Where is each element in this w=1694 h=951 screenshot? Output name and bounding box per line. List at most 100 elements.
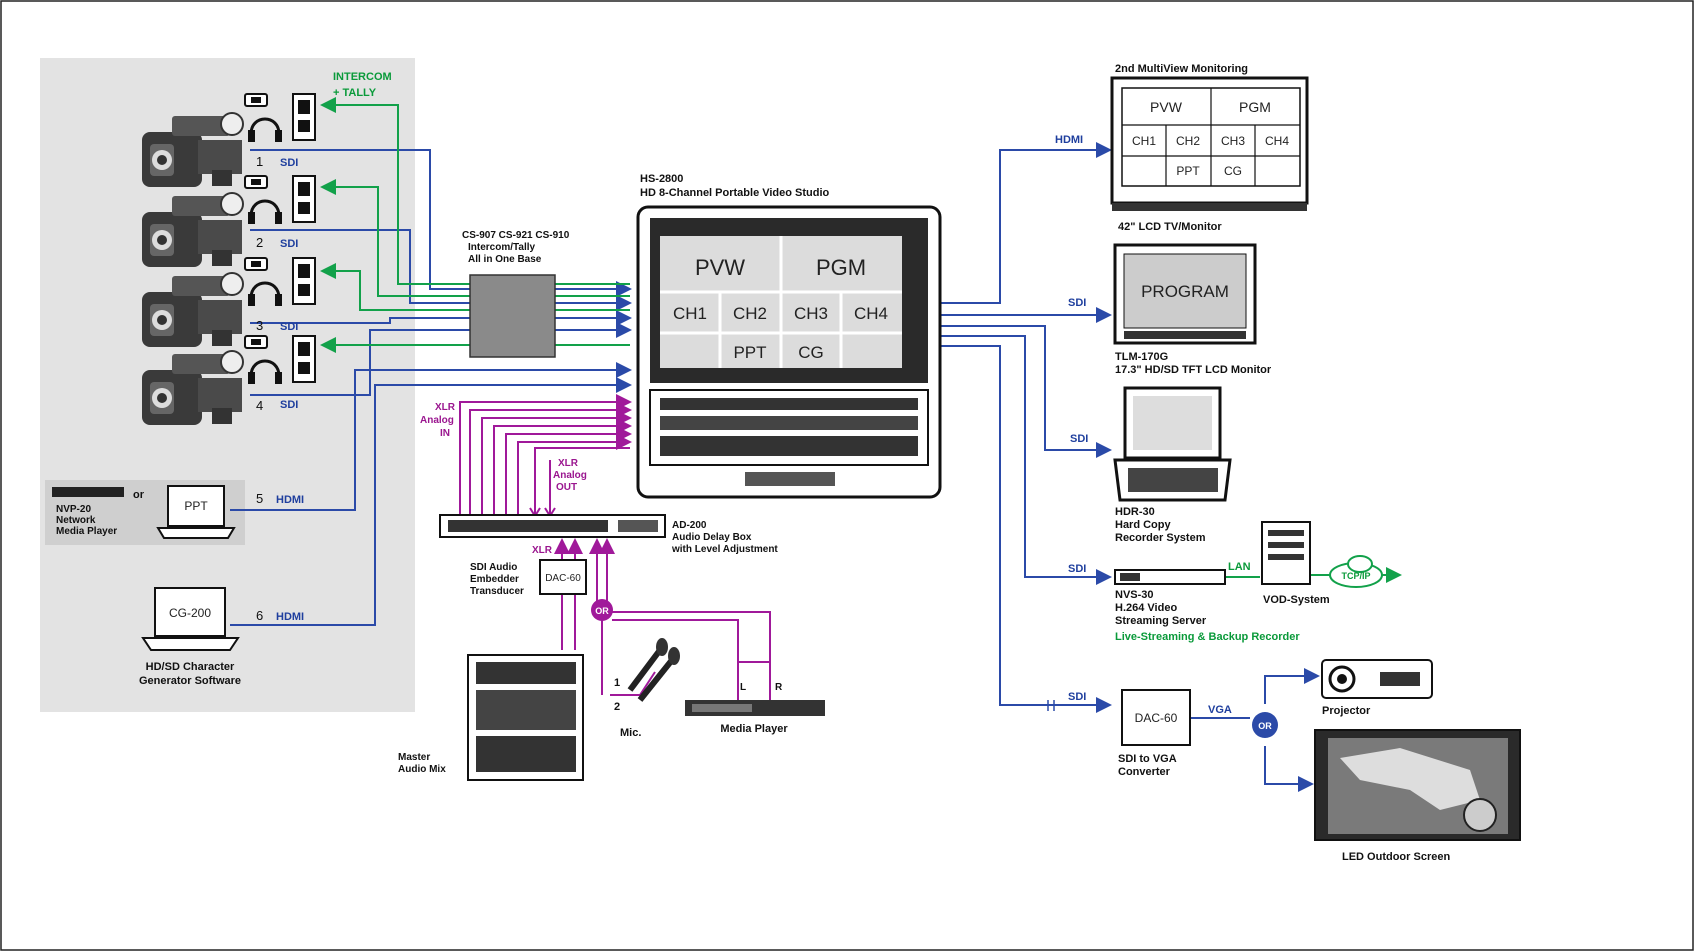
led-label: LED Outdoor Screen: [1342, 851, 1450, 863]
xlr-mid-label: XLR: [532, 545, 553, 556]
intercom-box-line2: Intercom/Tally: [468, 242, 535, 253]
recorder-laptop: [1113, 386, 1232, 502]
camera-3-number: 3: [256, 318, 263, 333]
camera-2-number: 2: [256, 235, 263, 250]
source-6-number: 6: [256, 608, 263, 623]
audio-box-line3: with Level Adjustment: [671, 544, 778, 555]
multiview-monitor: [1110, 76, 1309, 211]
converter-cap-2: Converter: [1118, 766, 1171, 778]
streamer-lan: LAN: [1228, 561, 1251, 573]
converter-or-badge: [1252, 712, 1278, 738]
recorder-signal: SDI: [1070, 433, 1088, 445]
laptop-ppt-screen: PPT: [184, 499, 208, 513]
media-player-device: [52, 487, 124, 497]
projector-device: [1321, 659, 1433, 699]
monitor1-ch1: CH1: [1132, 134, 1156, 148]
led-screen-device: [1314, 729, 1521, 841]
monitor1-pgm: PGM: [1239, 99, 1271, 115]
converter-signal: SDI: [1068, 691, 1086, 703]
source-5-signal: HDMI: [276, 494, 304, 506]
dac-small-cap3: Transducer: [470, 586, 524, 597]
xlr-out-1: XLR: [558, 458, 579, 469]
converter-or-text: OR: [1258, 721, 1272, 731]
mixer-label-2: Audio Mix: [398, 764, 446, 775]
laptop-ppt-icon: [156, 485, 236, 539]
monitor2-caption-2: 17.3" HD/SD TFT LCD Monitor: [1115, 364, 1272, 376]
dac-small-device: [539, 559, 587, 595]
tally-label: + TALLY: [333, 87, 377, 99]
camera-1-number: 1: [256, 154, 263, 169]
converter-box-label: DAC-60: [1135, 711, 1178, 725]
nvp-sub1: Network: [56, 515, 96, 526]
dac-small-cap2: Embedder: [470, 574, 519, 585]
switcher-caption: HD 8-Channel Portable Video Studio: [640, 187, 830, 199]
cg-caption-2: Generator Software: [139, 675, 241, 687]
nvp-label: NVP-20: [56, 504, 91, 515]
source-5-number: 5: [256, 491, 263, 506]
camera-3-signal: SDI: [280, 321, 298, 333]
source-6-signal: HDMI: [276, 611, 304, 623]
player-l: L: [740, 682, 746, 693]
camera-1-signal: SDI: [280, 157, 298, 169]
switcher-device: [636, 205, 942, 499]
nvp-sub2: Media Player: [56, 526, 117, 537]
streamer-cap-2: H.264 Video: [1115, 602, 1177, 614]
audio-box-line2: Audio Delay Box: [672, 532, 752, 543]
vod-server: [1261, 521, 1311, 585]
microphone-icon: [627, 638, 680, 702]
streamer-cap-3: Streaming Server: [1115, 615, 1207, 627]
recorder-cap-3: Recorder System: [1115, 532, 1206, 544]
switcher-screen-pgm: PGM: [816, 255, 866, 280]
mic-num-2: 2: [614, 701, 620, 713]
cg-caption-1: HD/SD Character: [146, 661, 235, 673]
converter-cap-1: SDI to VGA: [1118, 753, 1177, 765]
audio-or-badge: [591, 599, 613, 621]
monitor1-ch2: CH2: [1176, 134, 1200, 148]
monitor1-signal: HDMI: [1055, 134, 1083, 146]
monitor1-ppt: PPT: [1176, 164, 1200, 178]
mic-label: Mic.: [620, 727, 641, 739]
switcher-screen-pvw: PVW: [695, 255, 745, 280]
intercom-box-line3: All in One Base: [468, 254, 542, 265]
switcher-screen-ch3: CH3: [794, 304, 828, 323]
camera-4-signal: SDI: [280, 399, 298, 411]
xlr-out-3: OUT: [556, 482, 577, 493]
intercom-base-box: [469, 274, 556, 358]
cloud-label: TCP/IP: [1341, 571, 1370, 581]
switcher-screen-ch1: CH1: [673, 304, 707, 323]
audio-delay-box: [439, 514, 666, 538]
monitor2-caption-1: TLM-170G: [1115, 351, 1168, 363]
laptop-cg-screen: CG-200: [169, 606, 211, 620]
monitor2-signal: SDI: [1068, 297, 1086, 309]
camera-4-number: 4: [256, 398, 263, 413]
xlr-out-2: Analog: [553, 470, 587, 481]
mic-num-1: 1: [614, 677, 620, 689]
recorder-cap-2: Hard Copy: [1115, 519, 1172, 531]
audio-or-text: OR: [595, 606, 609, 616]
streamer-signal: SDI: [1068, 563, 1086, 575]
xlr-in-1: XLR: [435, 402, 456, 413]
switcher-screen-ch4: CH4: [854, 304, 888, 323]
monitor1-ch4: CH4: [1265, 134, 1289, 148]
mixer-label-1: Master: [398, 752, 430, 763]
dac-small-cap1: SDI Audio: [470, 562, 517, 573]
audio-box-line1: AD-200: [672, 520, 707, 531]
monitor1-ch3: CH3: [1221, 134, 1245, 148]
switcher-screen-ch2: CH2: [733, 304, 767, 323]
dac-converter-device: [1121, 689, 1191, 746]
media-player-label: Media Player: [720, 723, 788, 735]
cloud-icon: [1329, 555, 1383, 588]
switcher-model: HS-2800: [640, 173, 683, 185]
xlr-in-3: IN: [440, 428, 450, 439]
monitor1-cg: CG: [1224, 164, 1242, 178]
switcher-screen-cg: CG: [798, 343, 824, 362]
converter-vga: VGA: [1208, 704, 1232, 716]
streamer-caption-green: Live-Streaming & Backup Recorder: [1115, 631, 1300, 643]
player-r: R: [775, 682, 783, 693]
recorder-cap-1: HDR-30: [1115, 506, 1155, 518]
projector-label: Projector: [1322, 705, 1371, 717]
vod-label: VOD-System: [1263, 594, 1330, 606]
monitor1-caption: 42" LCD TV/Monitor: [1118, 221, 1222, 233]
monitor1-pvw: PVW: [1150, 99, 1183, 115]
